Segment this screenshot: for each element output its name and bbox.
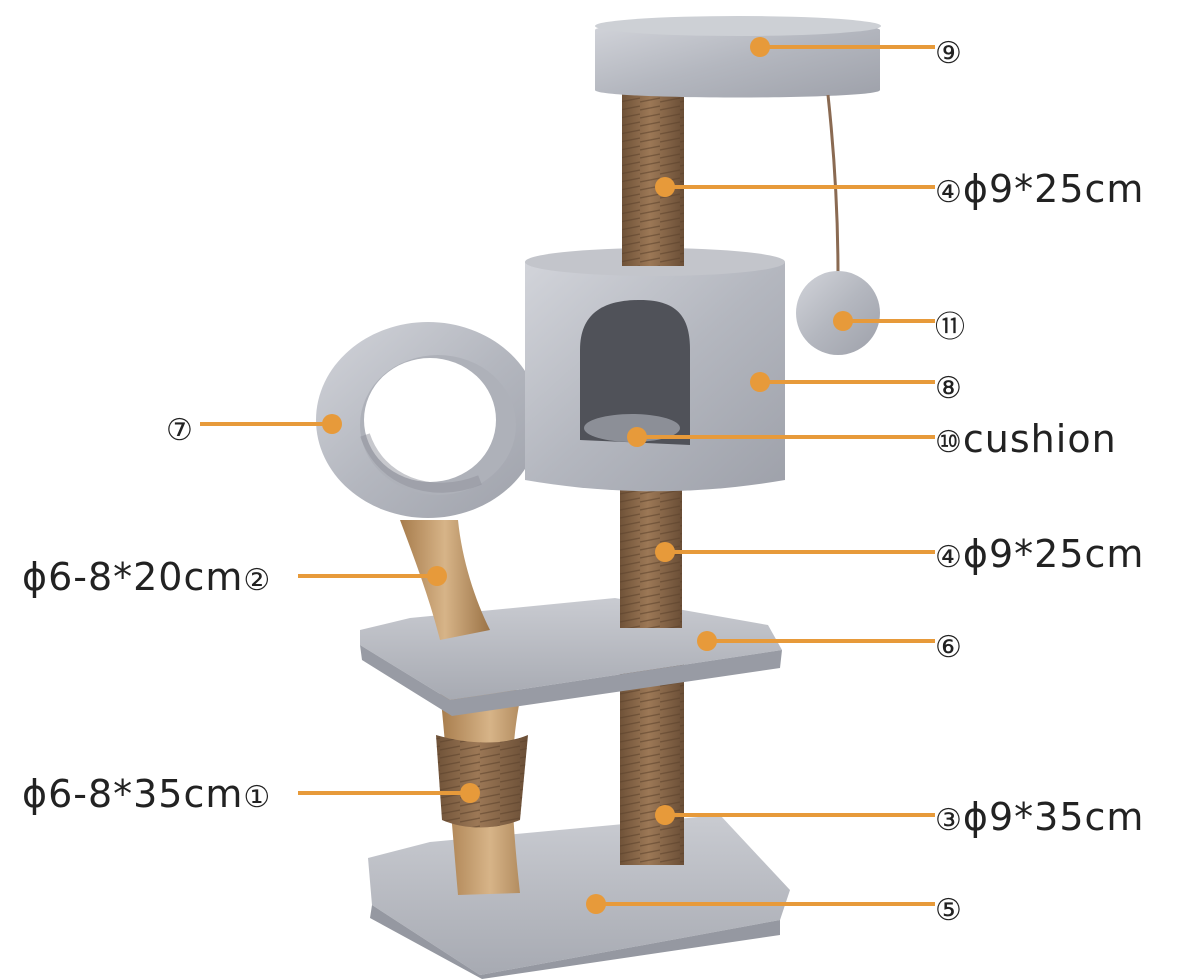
- callout-8-marker: ⑧: [935, 371, 963, 406]
- callout-11: ⑪: [935, 305, 966, 343]
- callout-2-marker: ②: [243, 563, 272, 598]
- callout-3-marker: ③: [935, 803, 963, 838]
- callout-3: ③ϕ9*35cm: [935, 798, 1144, 836]
- branch-sisal-wrap: [436, 735, 528, 828]
- callout-4-middle: ④ϕ9*25cm: [935, 535, 1144, 573]
- callout-1-marker: ①: [243, 780, 272, 815]
- callout-3-text: ϕ9*35cm: [962, 795, 1145, 839]
- callout-11-marker: ⑪: [935, 310, 966, 345]
- callout-10-text: cushion: [962, 417, 1117, 461]
- leader-lines: [200, 37, 935, 914]
- callout-4-top-marker: ④: [935, 175, 963, 210]
- sisal-post-top: [622, 88, 684, 266]
- middle-platform: [360, 598, 782, 716]
- callout-7: ⑦: [166, 408, 194, 446]
- callout-6: ⑥: [935, 625, 963, 663]
- callout-1-text: ϕ6-8*35cm: [22, 772, 244, 816]
- callout-7-marker: ⑦: [166, 413, 194, 448]
- callout-5-marker: ⑤: [935, 893, 963, 928]
- callout-4-middle-text: ϕ9*25cm: [962, 532, 1145, 576]
- callout-6-marker: ⑥: [935, 630, 963, 665]
- callout-5: ⑤: [935, 888, 963, 926]
- condo-house: [525, 248, 785, 492]
- callout-9-marker: ⑨: [935, 36, 963, 71]
- callout-4-middle-marker: ④: [935, 540, 963, 575]
- callout-2: ϕ6-8*20cm②: [22, 558, 271, 596]
- callout-9: ⑨: [935, 31, 963, 69]
- callout-10: ⑩cushion: [935, 420, 1117, 458]
- base-board: [368, 815, 790, 979]
- callout-2-text: ϕ6-8*20cm: [22, 555, 244, 599]
- callout-8: ⑧: [935, 366, 963, 404]
- top-perch: [595, 16, 881, 98]
- callout-1: ϕ6-8*35cm①: [22, 775, 271, 813]
- callout-10-marker: ⑩: [935, 425, 963, 460]
- callout-4-top: ④ϕ9*25cm: [935, 170, 1144, 208]
- sisal-post-bottom: [620, 660, 684, 865]
- callout-4-top-text: ϕ9*25cm: [962, 167, 1145, 211]
- tunnel-ring: [316, 322, 540, 518]
